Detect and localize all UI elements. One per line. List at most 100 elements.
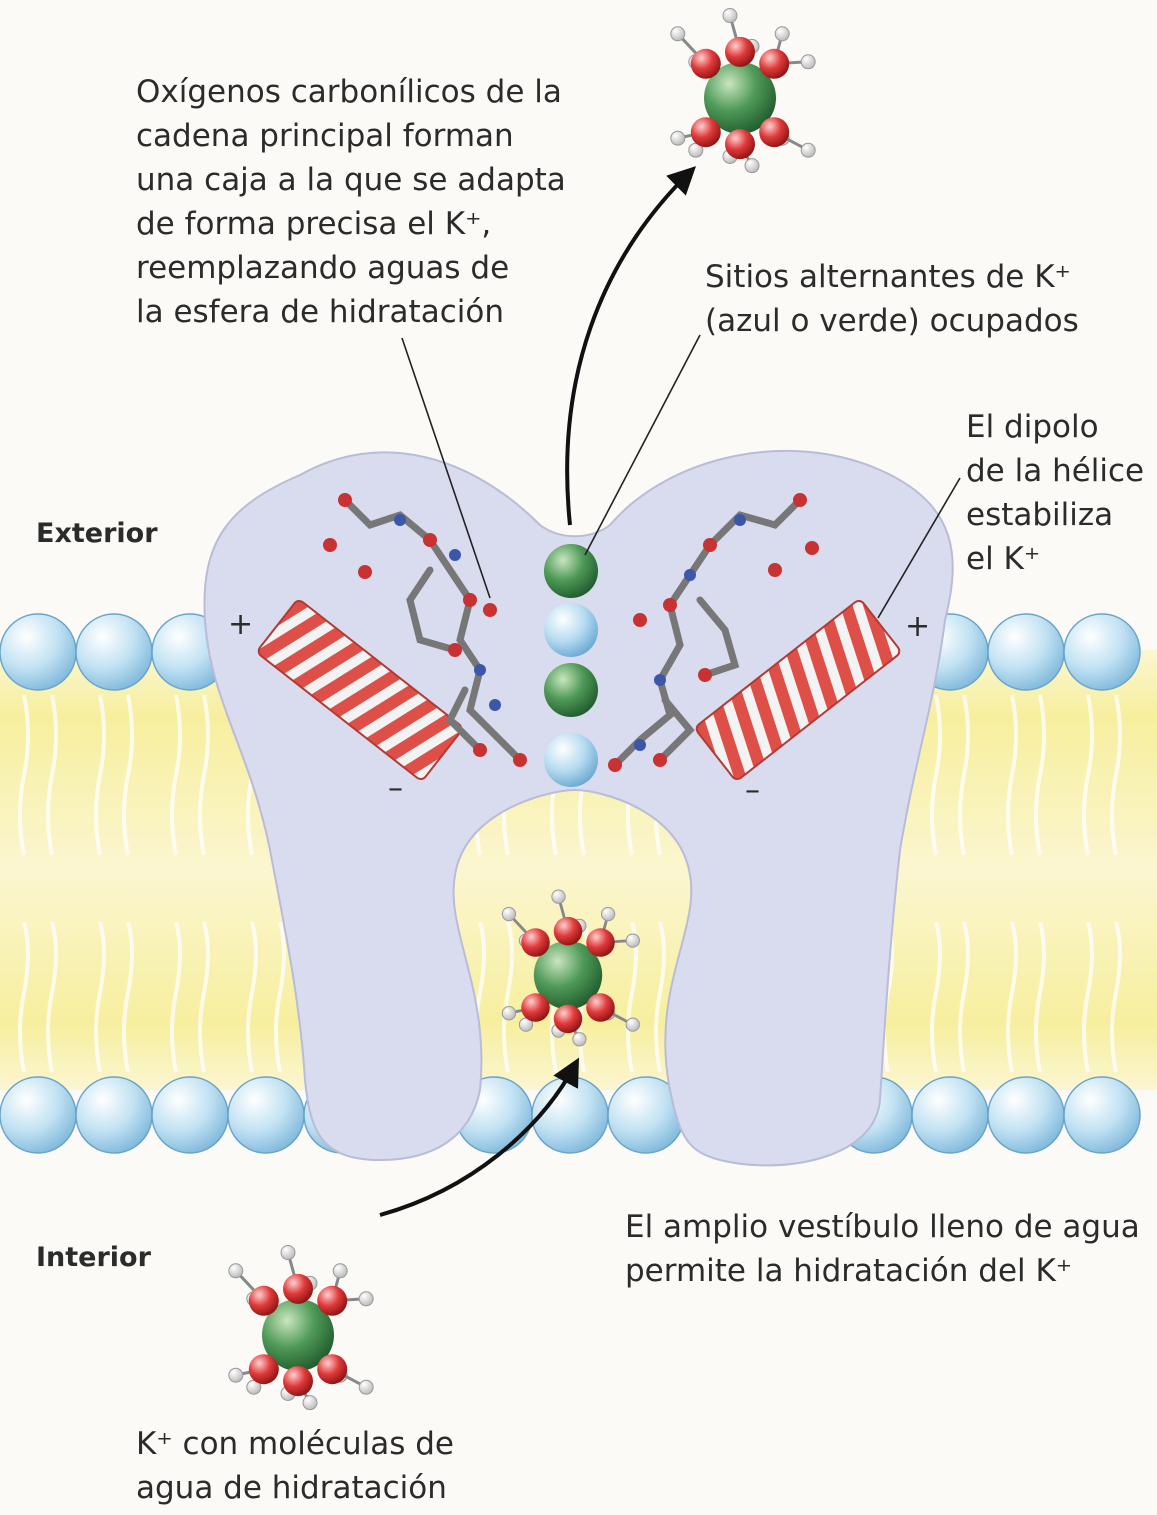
hydrated-ion-interior	[229, 1246, 373, 1410]
ion-site-green-1	[544, 544, 598, 598]
carbonyl-line-5: reemplazando aguas de	[136, 246, 566, 290]
hydrated-line-2: agua de hidratación	[136, 1466, 454, 1510]
water-oxygen	[759, 49, 789, 79]
lipid-head	[1064, 614, 1140, 690]
vestibule-line-1: El amplio vestíbulo lleno de agua	[625, 1205, 1140, 1249]
helix-right-minus-sign: –	[745, 776, 760, 806]
lipid-head	[988, 1077, 1064, 1153]
hydrogen-atom	[359, 1292, 373, 1306]
hydrogen-atom	[801, 143, 815, 157]
nitrogen-atom	[634, 739, 646, 751]
oxygen-atom	[473, 743, 487, 757]
oxygen-atom	[338, 493, 352, 507]
nitrogen-atom	[394, 514, 406, 526]
dipole-line-1: El dipolo	[966, 405, 1144, 449]
vestibule-line-2: permite la hidratación del K⁺	[625, 1249, 1140, 1293]
ion-site-blue-1	[544, 603, 598, 657]
hydrogen-atom	[626, 1018, 639, 1031]
water-oxygen	[249, 1286, 279, 1316]
dipole-line-2: de la hélice	[966, 449, 1144, 493]
oxygen-atom	[633, 613, 647, 627]
hydrogen-atom	[502, 1007, 515, 1020]
water-oxygen	[725, 37, 755, 67]
water-oxygen	[691, 117, 721, 147]
water-oxygen	[725, 129, 755, 159]
interior-label: Interior	[36, 1242, 151, 1273]
exterior-label: Exterior	[36, 518, 158, 549]
helix-left-minus-sign: –	[388, 774, 403, 804]
dipole-line-3: estabiliza	[966, 493, 1144, 537]
nitrogen-atom	[734, 514, 746, 526]
water-oxygen	[521, 928, 550, 957]
sites-line-1: Sitios alternantes de K⁺	[705, 255, 1079, 299]
hydrogen-atom	[229, 1264, 243, 1278]
oxygen-atom	[513, 753, 527, 767]
lipid-head	[912, 1077, 988, 1153]
hydrogen-atom	[745, 159, 759, 173]
oxygen-atom	[768, 563, 782, 577]
hydrogen-atom	[775, 27, 789, 41]
hydrogen-atom	[303, 1396, 317, 1410]
oxygen-atom	[358, 565, 372, 579]
helix-left-plus-sign: +	[228, 610, 253, 640]
carbonyl-line-3: una caja a la que se adapta	[136, 158, 566, 202]
hydrogen-atom	[671, 131, 685, 145]
water-oxygen	[759, 117, 789, 147]
carbonyl-line-2: cadena principal forman	[136, 114, 566, 158]
oxygen-atom	[423, 533, 437, 547]
hydrogen-atom	[281, 1246, 295, 1260]
water-oxygen	[283, 1274, 313, 1304]
oxygen-atom	[805, 541, 819, 555]
ion-site-green-2	[544, 663, 598, 717]
oxygen-atom	[323, 538, 337, 552]
lipid-head	[76, 1077, 152, 1153]
water-oxygen	[249, 1354, 279, 1384]
carbonyl-line-6: la esfera de hidratación	[136, 290, 566, 334]
nitrogen-atom	[474, 664, 486, 676]
oxygen-atom	[463, 593, 477, 607]
hydrogen-atom	[723, 9, 737, 23]
dipole-line-4: el K⁺	[966, 537, 1144, 581]
hydrated-ion-exterior	[671, 9, 815, 173]
sites-annotation: Sitios alternantes de K⁺ (azul o verde) …	[705, 255, 1079, 343]
hydrogen-atom	[801, 55, 815, 69]
carbonyl-line-1: Oxígenos carbonílicos de la	[136, 70, 566, 114]
water-oxygen	[554, 1005, 583, 1034]
carbonyl-line-4: de forma precisa el K⁺,	[136, 202, 566, 246]
oxygen-atom	[653, 753, 667, 767]
water-oxygen	[554, 917, 583, 946]
hydrogen-atom	[573, 1033, 586, 1046]
hydrated-annotation: K⁺ con moléculas de agua de hidratación	[136, 1422, 454, 1510]
lipid-head	[152, 1077, 228, 1153]
lipid-head	[228, 1077, 304, 1153]
oxygen-atom	[793, 493, 807, 507]
oxygen-atom	[448, 643, 462, 657]
sites-line-2: (azul o verde) ocupados	[705, 299, 1079, 343]
hydrogen-atom	[601, 907, 614, 920]
carbonyl-annotation: Oxígenos carbonílicos de la cadena princ…	[136, 70, 566, 334]
water-oxygen	[521, 993, 550, 1022]
water-oxygen	[586, 993, 615, 1022]
lipid-head	[76, 614, 152, 690]
water-oxygen	[317, 1354, 347, 1384]
hydrogen-atom	[502, 907, 515, 920]
oxygen-atom	[663, 598, 677, 612]
oxygen-atom	[483, 603, 497, 617]
lipid-head	[532, 1077, 608, 1153]
lipid-head	[1064, 1077, 1140, 1153]
hydrated-line-1: K⁺ con moléculas de	[136, 1422, 454, 1466]
nitrogen-atom	[654, 674, 666, 686]
water-oxygen	[691, 49, 721, 79]
oxygen-atom	[698, 668, 712, 682]
water-oxygen	[317, 1286, 347, 1316]
nitrogen-atom	[489, 699, 501, 711]
hydrogen-atom	[229, 1368, 243, 1382]
oxygen-atom	[608, 758, 622, 772]
lipid-head	[988, 614, 1064, 690]
lipid-head	[0, 1077, 76, 1153]
hydrogen-atom	[626, 934, 639, 947]
vestibule-annotation: El amplio vestíbulo lleno de agua permit…	[625, 1205, 1140, 1293]
hydrogen-atom	[671, 27, 685, 41]
lipid-head	[0, 614, 76, 690]
hydrogen-atom	[359, 1380, 373, 1394]
